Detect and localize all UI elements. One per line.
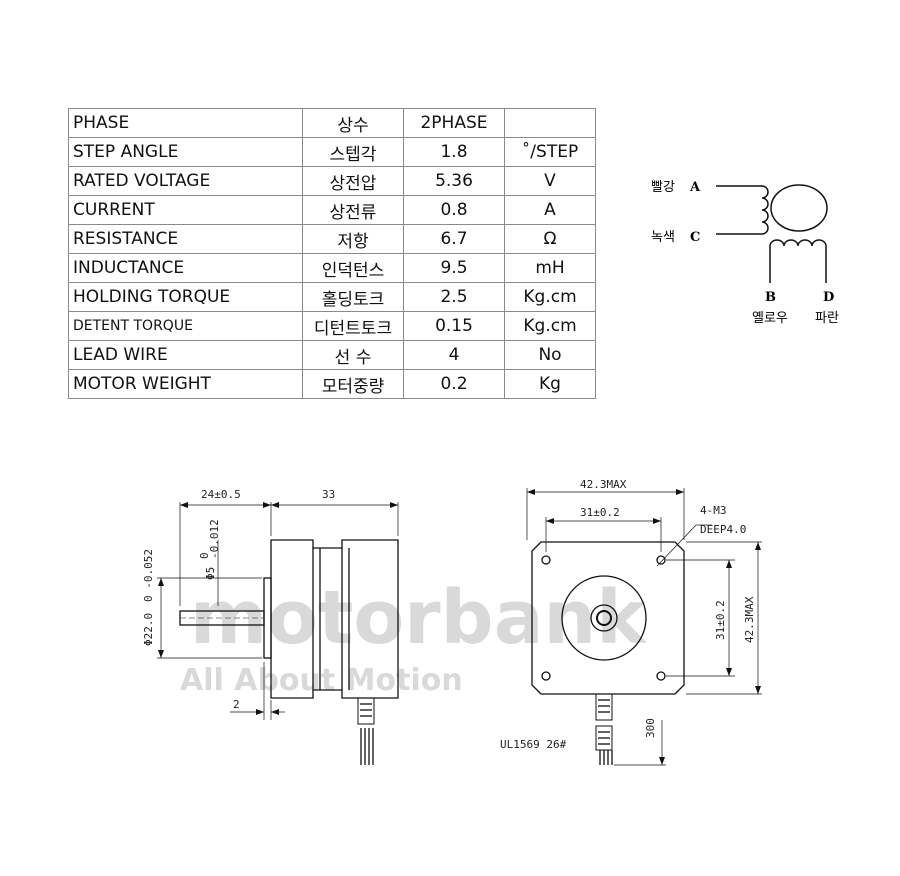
front-dimensions bbox=[526, 488, 762, 766]
watermark-tagline: All About Motion bbox=[180, 663, 463, 698]
spec-name-en: CURRENT bbox=[68, 195, 303, 225]
spec-unit bbox=[504, 108, 596, 138]
front-shaft bbox=[596, 610, 612, 626]
wire-b-color: 옐로우 bbox=[752, 311, 788, 326]
spec-unit: A bbox=[504, 195, 596, 225]
spec-value: 9.5 bbox=[403, 253, 505, 283]
wire-c-color: 녹색 bbox=[651, 230, 675, 245]
dim-hole-spacing-vertical: 31±0.2 bbox=[714, 600, 727, 640]
spec-name-en: HOLDING TORQUE bbox=[68, 282, 303, 312]
spec-name-ko: 상수 bbox=[302, 108, 404, 138]
dim-shaft-dia-lower: -0.012 bbox=[208, 519, 221, 559]
watermark: motorbank All About Motion bbox=[180, 575, 647, 698]
dim-face-width: 42.3MAX bbox=[580, 478, 627, 491]
dim-shaft-diameter: Φ5 bbox=[204, 567, 217, 580]
dim-boss-length: 2 bbox=[233, 698, 240, 711]
spec-name-en: INDUCTANCE bbox=[68, 253, 303, 283]
dim-shaft-dia-upper: 0 bbox=[198, 552, 211, 559]
spec-name-ko: 상전압 bbox=[302, 166, 404, 196]
dim-boss-dia-tol: 0 -0.052 bbox=[142, 549, 155, 602]
mount-hole-br bbox=[656, 671, 666, 681]
front-shaft-outer bbox=[590, 604, 618, 632]
spec-name-ko: 상전류 bbox=[302, 195, 404, 225]
rotor-symbol bbox=[770, 184, 828, 232]
wiring-diagram: 빨강 A 녹색 C B D 옐로우 파란 bbox=[651, 180, 839, 326]
side-lead-wires bbox=[357, 697, 375, 765]
dim-screw-spec: 4-M3 bbox=[700, 504, 727, 517]
front-view bbox=[526, 488, 762, 766]
coil-bd bbox=[769, 239, 827, 283]
spec-unit: Kg bbox=[504, 369, 596, 399]
spec-value: 4 bbox=[403, 340, 505, 370]
dim-shaft-length: 24±0.5 bbox=[201, 488, 241, 501]
spec-name-en: RESISTANCE bbox=[68, 224, 303, 254]
wire-a-color: 빨강 bbox=[651, 180, 675, 195]
mount-hole-bl bbox=[541, 671, 551, 681]
spec-value: 0.2 bbox=[403, 369, 505, 399]
spec-unit: Kg.cm bbox=[504, 311, 596, 341]
spec-name-en: PHASE bbox=[68, 108, 303, 138]
spec-name-ko: 디턴트토크 bbox=[302, 311, 404, 341]
side-view bbox=[157, 502, 399, 765]
wire-a-letter: A bbox=[689, 180, 701, 195]
dim-screw-depth: DEEP4.0 bbox=[700, 523, 746, 536]
side-dimensions bbox=[157, 502, 399, 720]
front-lead-wires bbox=[595, 693, 613, 765]
dim-boss-diameter: Φ22.0 bbox=[142, 613, 155, 646]
wire-b-letter: B bbox=[765, 290, 776, 305]
motor-face bbox=[531, 541, 685, 695]
spec-unit: Ω bbox=[504, 224, 596, 254]
cable-spec: UL1569 26# bbox=[500, 738, 567, 751]
spec-name-en: MOTOR WEIGHT bbox=[68, 369, 303, 399]
wire-d-letter: D bbox=[823, 290, 834, 305]
coil-ac bbox=[716, 185, 769, 235]
spec-name-ko: 저항 bbox=[302, 224, 404, 254]
spec-name-en: LEAD WIRE bbox=[68, 340, 303, 370]
front-boss bbox=[561, 575, 647, 661]
spec-value: 1.8 bbox=[403, 137, 505, 167]
dim-lead-length: 300 bbox=[644, 718, 657, 738]
spec-value: 5.36 bbox=[403, 166, 505, 196]
wire-d-color: 파란 bbox=[815, 311, 839, 326]
dim-hole-spacing: 31±0.2 bbox=[580, 506, 620, 519]
dim-body-length: 33 bbox=[322, 488, 335, 501]
mount-hole-tl bbox=[541, 555, 551, 565]
mount-hole-tr bbox=[656, 555, 666, 565]
watermark-brand: motorbank bbox=[190, 575, 647, 661]
spec-unit: V bbox=[504, 166, 596, 196]
spec-name-ko: 선 수 bbox=[302, 340, 404, 370]
spec-unit: Kg.cm bbox=[504, 282, 596, 312]
wire-c-letter: C bbox=[690, 230, 700, 245]
dim-face-height: 42.3MAX bbox=[743, 596, 756, 643]
spec-name-ko: 홀딩토크 bbox=[302, 282, 404, 312]
